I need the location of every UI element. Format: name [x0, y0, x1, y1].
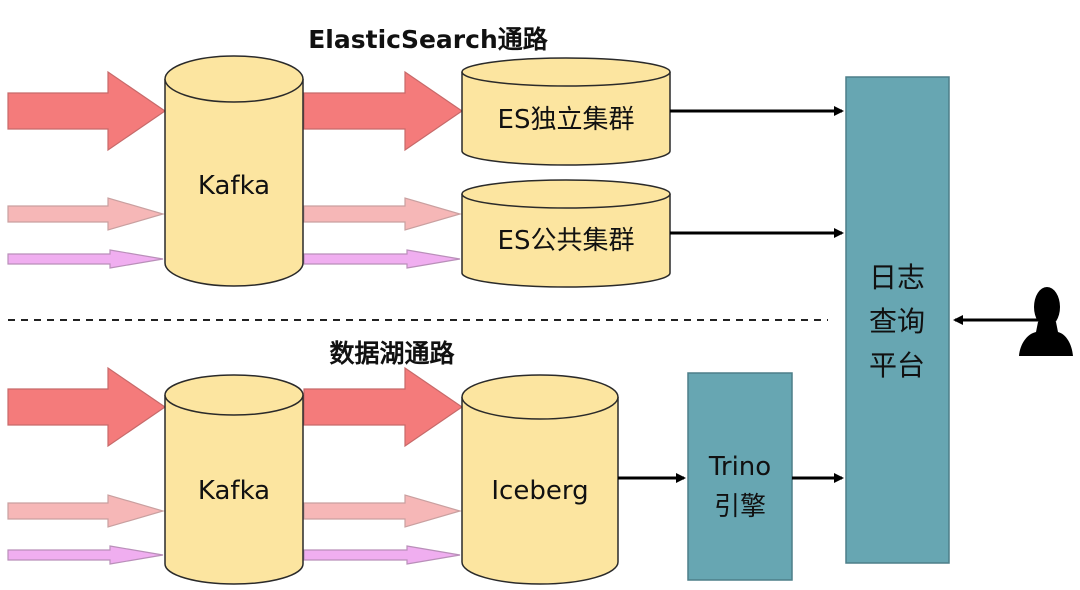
es-dedicated-cluster-cylinder: ES独立集群 [461, 57, 671, 166]
iceberg-cylinder: Iceberg [461, 374, 619, 585]
kafka-to-es-arrows [303, 70, 464, 269]
input-arrows-es [7, 70, 167, 269]
medium-flow-arrow [303, 197, 463, 231]
engine-label: 引擎 [714, 492, 766, 522]
kafka-label: Kafka [198, 171, 270, 201]
trino-engine-box: Trino 引擎 [687, 372, 793, 581]
heavy-flow-arrow [303, 70, 464, 152]
platform-label-line3: 平台 [869, 349, 925, 382]
kafka-to-iceberg-arrows [303, 366, 464, 565]
medium-flow-arrow [7, 494, 166, 528]
heavy-flow-arrow [7, 366, 167, 448]
es-public-cluster-label: ES公共集群 [498, 226, 635, 256]
platform-label-line1: 日志 [869, 261, 925, 294]
trino-label: Trino [708, 452, 771, 482]
platform-label-line2: 查询 [869, 305, 925, 338]
input-arrows-lake [7, 366, 167, 565]
kafka-cylinder-es: Kafka [164, 55, 304, 287]
heavy-flow-arrow [303, 366, 464, 448]
es-path-title: ElasticSearch通路 [308, 25, 549, 54]
medium-flow-arrow [7, 197, 166, 231]
heavy-flow-arrow [7, 70, 167, 152]
light-flow-arrow [303, 545, 461, 565]
es-dedicated-cluster-label: ES独立集群 [498, 105, 635, 135]
light-flow-arrow [7, 545, 164, 565]
kafka-label: Kafka [198, 476, 270, 506]
log-query-platform-box: 日志 查询 平台 [845, 76, 950, 564]
user-silhouette-icon [1019, 287, 1073, 356]
es-public-cluster-cylinder: ES公共集群 [461, 179, 671, 288]
lake-path-title: 数据湖通路 [329, 339, 455, 368]
medium-flow-arrow [303, 494, 463, 528]
light-flow-arrow [7, 249, 164, 269]
light-flow-arrow [303, 249, 461, 269]
kafka-cylinder-lake: Kafka [164, 374, 304, 585]
iceberg-label: Iceberg [491, 476, 588, 506]
